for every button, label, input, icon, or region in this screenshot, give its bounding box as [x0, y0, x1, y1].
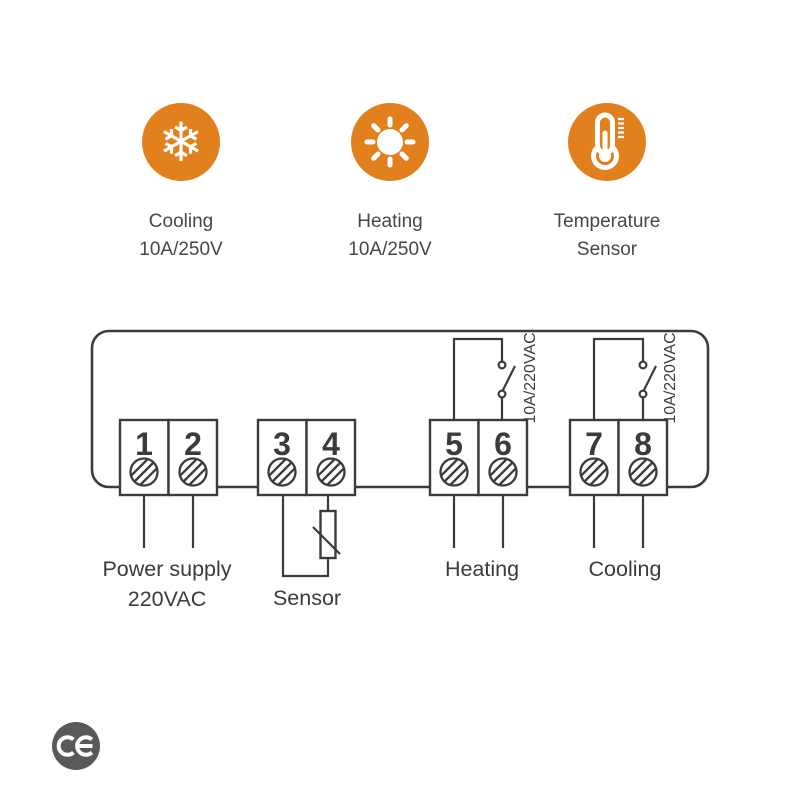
screw-icon — [628, 457, 658, 487]
feature-rating: 10A/250V — [348, 239, 432, 260]
feature-temperature-sensor: Temperature Sensor — [503, 103, 711, 264]
feature-label: Cooling — [148, 211, 214, 232]
screw-icon — [267, 457, 297, 487]
sensor-circuit — [281, 495, 341, 578]
power-supply-label: Power supply — [102, 557, 231, 581]
terminal-number: 1 — [135, 426, 153, 462]
terminal-number: 2 — [184, 426, 202, 462]
thermometer-icon — [568, 103, 646, 181]
feature-rating: 10A/250V — [139, 239, 223, 260]
feature-label: Temperature — [553, 211, 661, 232]
feature-rating: Sensor — [576, 239, 638, 260]
relay-contact — [497, 389, 507, 399]
terminal-blocks — [118, 418, 669, 497]
relay-switch-cooling — [592, 337, 657, 420]
relay-rating-label: 10A/220VAC — [522, 332, 539, 423]
relay-contact — [638, 360, 648, 370]
terminal-number: 7 — [585, 426, 603, 462]
feature-cooling: ❄ Cooling 10A/250V — [77, 103, 285, 264]
feature-heating: Heating 10A/250V — [286, 103, 494, 264]
screw-icon — [129, 457, 159, 487]
output-wires — [142, 495, 645, 548]
terminal-number: 3 — [273, 426, 291, 462]
feature-label: Heating — [357, 211, 423, 232]
terminal-number: 6 — [494, 426, 512, 462]
ce-mark-icon — [52, 722, 100, 770]
screw-icon — [579, 457, 609, 487]
sensor-label: Sensor — [273, 586, 341, 610]
screw-icon — [439, 457, 469, 487]
terminal-number: 5 — [445, 426, 463, 462]
cooling-label: Cooling — [589, 557, 662, 581]
snowflake-icon: ❄ — [142, 103, 220, 181]
relay-contact — [497, 360, 507, 370]
heating-label: Heating — [445, 557, 519, 581]
screw-icon — [178, 457, 208, 487]
power-voltage-label: 220VAC — [128, 587, 206, 611]
terminal-number: 4 — [322, 426, 340, 462]
sun-icon — [351, 103, 429, 181]
thermistor-symbol — [319, 509, 337, 560]
controller-body — [90, 329, 710, 489]
relay-rating-label: 10A/220VAC — [662, 332, 679, 423]
relay-switch-heating — [452, 337, 516, 420]
terminal-number: 8 — [634, 426, 652, 462]
relay-contact — [638, 389, 648, 399]
screw-icon — [316, 457, 346, 487]
screw-icon — [488, 457, 518, 487]
terminal-numbers: 1 2 3 4 5 6 7 8 — [135, 426, 652, 462]
